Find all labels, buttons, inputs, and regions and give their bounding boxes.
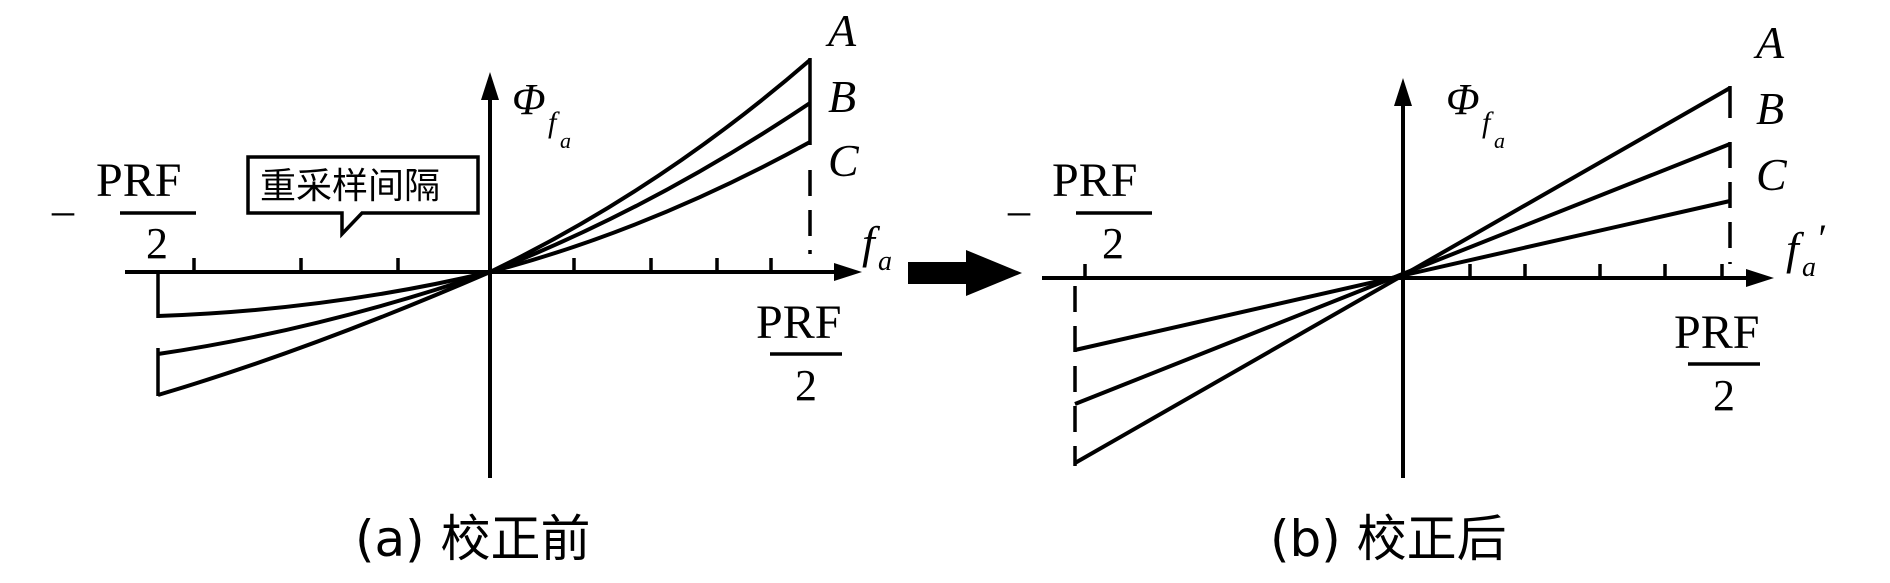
panel-a-callout-shape [246,155,480,239]
panel-a-right-numerator: PRF [756,296,841,349]
right-arrow-icon [908,250,1022,296]
panel-a-curve-label-a: A [825,5,857,56]
panel-a-left-minus: _ [51,171,75,220]
panel-a-y-axis-subsubscript: a [560,128,571,153]
panel-a: Φ f a f a A B C _ PRF 2 PRF 2 重采样间隔 (a) … [51,5,892,568]
panel-a-x-axis-subscript: a [878,246,892,277]
panel-a-curve-label-c: C [828,135,860,186]
panel-a-ticks [192,258,773,272]
panel-a-x-axis-arrowhead [834,263,862,281]
panel-a-y-axis-subscript: f [548,106,560,139]
panel-b-curve-label-c: C [1756,149,1788,200]
panel-b-x-axis-subscript: a [1802,252,1816,283]
panel-a-curve-b-right [489,101,812,274]
panel-b: Φ f a f a ′ A B C _ PRF 2 PRF 2 (b) 校正后 [1007,17,1826,568]
panel-a-y-axis-symbol: Φ [512,75,546,124]
panel-a-right-denominator: 2 [795,361,817,410]
panel-b-caption: (b) 校正后 [1270,510,1507,568]
panel-a-curve-c-left [157,270,491,318]
panel-a-caption: (a) 校正前 [355,510,591,568]
panel-b-line-c [1074,199,1731,352]
panel-b-x-axis-prime: ′ [1816,216,1826,261]
panel-b-left-minus: _ [1007,171,1031,220]
panel-a-y-axis-arrowhead [481,72,499,100]
panel-a-left-numerator: PRF [96,154,181,207]
panel-a-curve-label-b: B [828,71,856,122]
right-arrow-shaft [908,262,968,284]
panel-b-left-denominator: 2 [1102,219,1124,268]
panel-b-y-axis-symbol: Φ [1446,75,1480,124]
panel-b-y-axis-subscript: f [1482,106,1494,139]
panel-b-curve-label-a: A [1753,17,1785,68]
panel-b-y-axis-arrowhead [1394,78,1412,106]
panel-b-ticks [1083,264,1724,278]
panel-a-callout-text: 重采样间隔 [260,166,440,207]
panel-a-curve-a-right [489,58,812,274]
panel-a-curve-c-right [489,140,811,274]
panel-a-callout: 重采样间隔 [246,155,480,239]
panel-b-y-axis-subsubscript: a [1494,128,1505,153]
panel-a-curve-b-left [157,270,491,356]
panel-b-x-axis-arrowhead [1746,269,1774,287]
panel-b-curve-label-b: B [1756,83,1784,134]
panel-b-right-denominator: 2 [1713,371,1735,420]
panel-a-left-denominator: 2 [146,219,168,268]
panel-b-right-numerator: PRF [1674,306,1759,359]
right-arrow-head [966,250,1022,296]
panel-b-left-numerator: PRF [1052,154,1137,207]
panel-a-curve-a-left [157,270,491,397]
